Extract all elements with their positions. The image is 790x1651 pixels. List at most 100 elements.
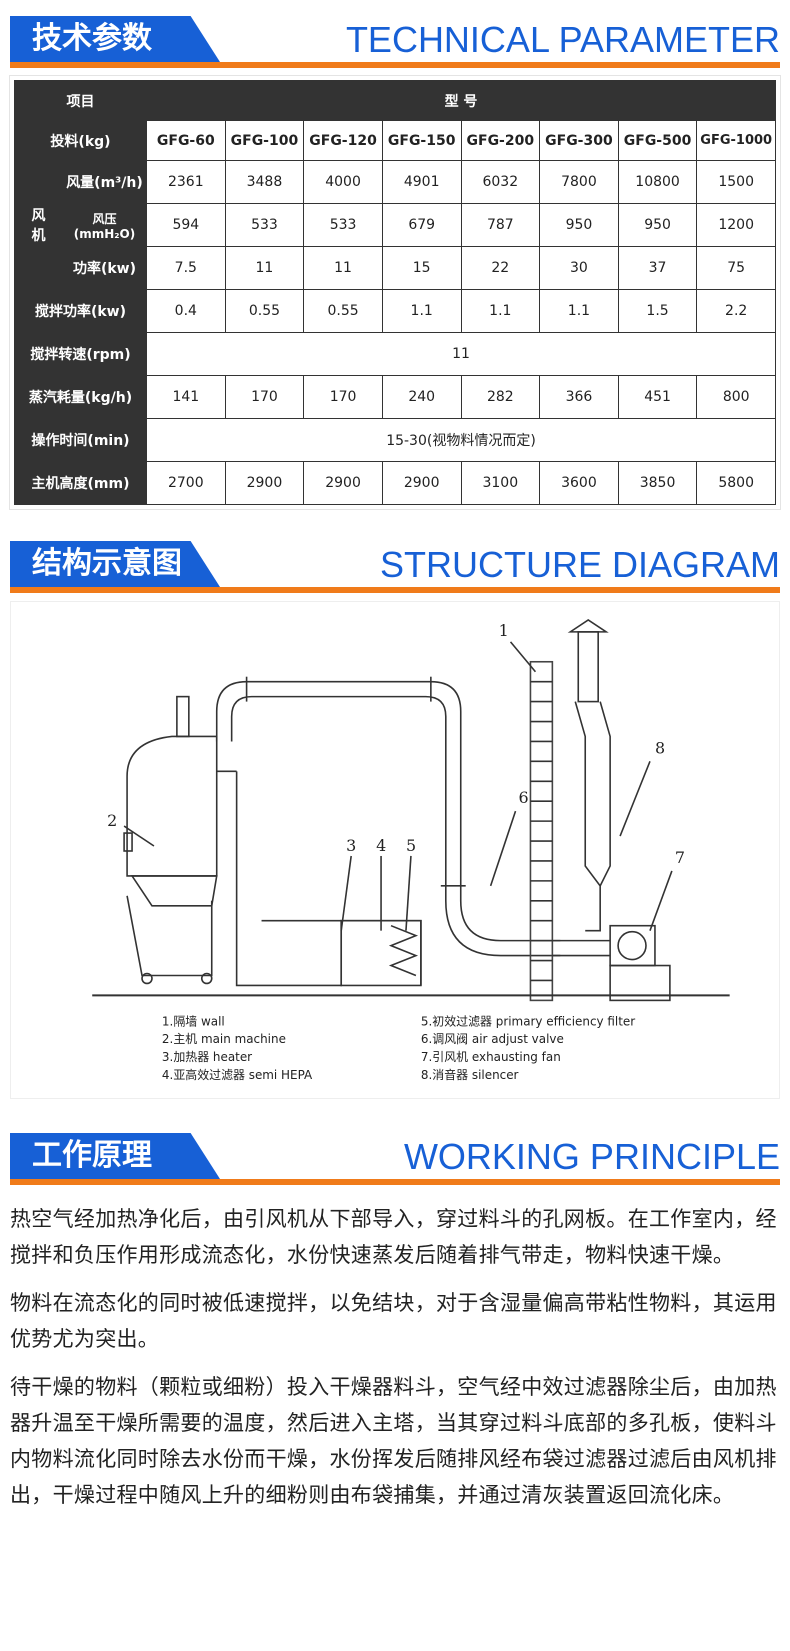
stir-speed-row: 搅拌转速(rpm) 11 [14,332,776,376]
model-cell: GFG-60 [146,120,226,161]
power-row: 功率(kw) 7.5 11 11 15 22 30 37 75 [15,246,776,290]
airflow-row: 风 机 风量(m³/h) 2361 3488 4000 4901 6032 78… [14,160,776,290]
primary-filter [388,924,419,977]
table-cell: 1500 [696,160,776,204]
principle-paragraph: 待干燥的物料（颗粒或细粉）投入干燥器料斗，空气经中效过滤器除尘后，由加热器升温至… [10,1375,777,1507]
table-cell: 3850 [617,461,698,505]
table-cell: 7800 [539,160,619,204]
table-cell: 0.55 [224,289,305,333]
table-cell: 533 [224,203,305,247]
power-label: 功率(kw) [62,246,147,290]
diagram-number: 4 [376,836,386,855]
table-cell: 950 [539,203,619,247]
table-cell: 1.1 [381,289,462,333]
legend-item: 7.引风机 exhausting fan [421,1050,561,1064]
fan-char: 机 [31,228,46,244]
legend-item: 1.隔墙 wall [162,1014,225,1028]
table-cell: 533 [303,203,383,247]
table-cell: 3488 [224,160,305,204]
stir-power-row: 搅拌功率(kw) 0.4 0.55 0.55 1.1 1.1 1.1 1.5 2… [14,289,776,333]
pressure-label: 风压(mmH₂O) [62,203,147,247]
item-label: 项目 [14,80,147,121]
silencer-chimney [577,631,599,703]
table-cell: 3100 [460,461,541,505]
fan-char: 风 [31,208,46,224]
table-cell: 1.1 [539,289,619,333]
table-cell: 3600 [539,461,619,505]
feed-row: 投料(kg) GFG-60 GFG-100 GFG-120 GFG-150 GF… [14,120,776,161]
table-cell: 2900 [381,461,462,505]
section-header: 工作原理 WORKING PRINCIPLE [10,1123,780,1185]
table-cell: 4000 [303,160,383,204]
structure-diagram: 1 2 3 4 5 6 7 8 1.隔墙 wall 2.主机 main mach… [10,601,780,1099]
table-cell: 11 [224,246,305,290]
table-cell: 170 [224,375,305,419]
table-cell: 22 [460,246,541,290]
air-duct [215,680,561,942]
section-title-en: STRUCTURE DIAGRAM [379,544,780,585]
legend-item: 4.亚高效过滤器 semi HEPA [162,1067,313,1082]
op-time-row: 操作时间(min) 15-30(视物料情况而定) [14,418,776,462]
table-cell: 6032 [460,160,541,204]
table-cell: 800 [696,375,776,419]
table-cell: 240 [381,375,462,419]
table-cell: 451 [617,375,698,419]
legend-item: 2.主机 main machine [162,1032,286,1046]
diagram-number: 5 [406,836,416,855]
table-cell: 5800 [696,461,776,505]
legend-item: 6.调风阀 air adjust valve [421,1032,564,1046]
table-cell: 7.5 [146,246,226,290]
table-cell: 594 [146,203,226,247]
main-machine-chimney [176,695,190,738]
table-cell: 1.1 [460,289,541,333]
table-cell: 11 [303,246,383,290]
steam-row: 蒸汽耗量(kg/h) 141 170 170 240 282 366 451 8… [14,375,776,419]
model-cell: GFG-150 [381,120,462,161]
diagram-number: 7 [675,848,685,867]
airflow-label: 风量(m³/h) [62,160,147,204]
diagram-number: 2 [107,811,117,830]
table-cell: 75 [696,246,776,290]
table-cell: 4901 [381,160,462,204]
stir-power-label: 搅拌功率(kw) [14,289,147,333]
model-cell: GFG-300 [539,120,619,161]
table-cell: 2900 [303,461,383,505]
table-cell: 0.55 [303,289,383,333]
legend-item: 5.初效过滤器 primary efficiency filter [421,1013,635,1028]
principle-paragraph: 物料在流态化的同时被低速搅拌，以免结块，对于含湿量偏高带粘性物料，其运用优势尤为… [10,1291,777,1351]
section-title-en: TECHNICAL PARAMETER [345,19,780,60]
table-cell: 679 [381,203,462,247]
section-underline [10,587,780,593]
section-title-cn: 工作原理 [10,1133,220,1179]
pressure-row: 风压(mmH₂O) 594 533 533 679 787 950 950 12… [15,203,776,247]
table-cell: 1.5 [617,289,698,333]
table-cell: 282 [460,375,541,419]
model-cell: GFG-120 [303,120,383,161]
structure-diagram-section: 结构示意图 STRUCTURE DIAGRAM [0,531,790,1099]
model-cell: GFG-500 [617,120,698,161]
table-cell: 10800 [617,160,698,204]
feed-label: 投料(kg) [14,120,147,161]
technical-parameter-section: 技术参数 TECHNICAL PARAMETER 项目 型 号 投料(kg) G… [0,0,790,509]
table-cell: 11 [146,332,776,376]
model-cell: GFG-1000 [696,120,776,161]
main-machine-base [130,875,218,907]
table-cell: 0.4 [146,289,226,333]
diagram-drawing: 1 2 3 4 5 6 7 8 1.隔墙 wall 2.主机 main mach… [92,618,730,1082]
parameter-table: 项目 型 号 投料(kg) GFG-60 GFG-100 GFG-120 GFG… [14,80,776,505]
section-underline [10,1179,780,1185]
legend-item: 8.消音器 silencer [421,1067,519,1082]
legend-item: 3.加热器 heater [162,1050,252,1064]
table-cell: 30 [539,246,619,290]
table-cell: 366 [539,375,619,419]
table-cell: 170 [303,375,383,419]
model-label: 型 号 [146,80,776,121]
op-time-label: 操作时间(min) [14,418,147,462]
height-row: 主机高度(mm) 2700 2900 2900 2900 3100 3600 3… [14,461,776,505]
table-cell: 37 [617,246,698,290]
table-cell: 2.2 [696,289,776,333]
working-principle-section: 工作原理 WORKING PRINCIPLE 热空气经加热净化后，由引风机从下部… [0,1123,790,1513]
heater-housing [235,771,422,987]
height-label: 主机高度(mm) [14,461,147,505]
wall [529,660,554,1002]
